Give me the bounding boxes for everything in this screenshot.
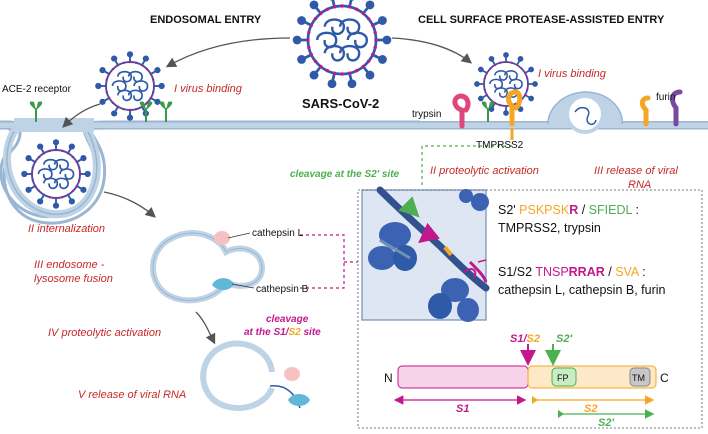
s2prime-seq-a: PSKPSK <box>519 203 570 217</box>
s1s2-seq-c: SVA <box>615 265 640 279</box>
s2prime-seq-sep: / <box>578 203 588 217</box>
cathepsin-l-leader <box>227 232 251 239</box>
n-terminus-label: N <box>384 371 393 385</box>
right-step-release-line1: III release of viral <box>594 165 678 177</box>
protease-trypsin <box>452 93 471 129</box>
s1s2-cleavage-label-line2: at the S1/S2 site <box>244 327 321 338</box>
left-step-fusion-line1: III endosome - <box>34 259 105 271</box>
virus-particle-binding-right <box>474 52 538 116</box>
s1s2-cleavage-label-line1: cleavage <box>266 314 309 325</box>
s1s2-enzymes: cathepsin L, cathepsin B, furin <box>498 283 666 297</box>
virus-particle-binding-left <box>95 51 165 121</box>
left-step-internalization: II internalization <box>28 223 105 235</box>
cathepsin-b-leader <box>231 283 255 289</box>
furin-label: furin <box>656 92 675 103</box>
s1s2-seq-colon: : <box>639 265 646 279</box>
fp-domain <box>551 367 577 387</box>
ace2-receptor-label: ACE-2 receptor <box>2 84 72 95</box>
protease-furin-1 <box>639 95 651 127</box>
s1s2-seq-b: RRAR <box>569 265 605 279</box>
s2prime-seq-c: SFIEDL <box>589 203 633 217</box>
virus-particle-internalized <box>21 139 91 209</box>
process-arrows <box>62 37 473 345</box>
cathepsin-b-blob <box>212 278 234 291</box>
cleavage-info-box <box>357 189 703 429</box>
s1s2-seq-label: S1/S2 <box>498 265 532 279</box>
tm-label: TM <box>632 373 645 383</box>
cathepsin-l-blob <box>214 231 230 245</box>
s1s2-marker-s2: S2 <box>527 333 540 345</box>
protease-tmprss2 <box>506 89 523 140</box>
s1s2-connector <box>300 234 358 289</box>
s2prime-marker-label: S2' <box>556 333 572 345</box>
fusion-bulge <box>547 91 623 134</box>
s2prime-seq-b: R <box>569 203 578 217</box>
internalizing-endosome <box>2 118 101 219</box>
right-step-activation: II proteolytic activation <box>430 165 539 177</box>
cell-surface-entry-heading: CELL SURFACE PROTEASE-ASSISTED ENTRY <box>418 14 665 26</box>
s1s2-cleavage-suffix: site <box>301 327 321 338</box>
s2prime-connector <box>421 145 512 186</box>
right-step-binding: I virus binding <box>538 68 607 80</box>
left-step-release: V release of viral RNA <box>78 389 186 401</box>
s2prime-seq-label: S2' <box>498 203 516 217</box>
c-terminus-label: C <box>660 371 669 385</box>
s1-range-label: S1 <box>456 403 469 415</box>
ace2-receptors <box>29 101 495 122</box>
s2prime-enzymes: TMPRSS2, trypsin <box>498 221 601 235</box>
s1s2-sequence-line: S1/S2 TNSPRRAR / SVA : <box>498 265 646 279</box>
left-step-activation: IV proteolytic activation <box>48 327 161 339</box>
tm-domain <box>629 367 651 387</box>
virus-name-label: SARS-CoV-2 <box>302 96 379 111</box>
s2prime-cleavage-label: cleavage at the S2' site <box>290 169 400 180</box>
s1s2-seq-sep: / <box>605 265 615 279</box>
endosome-lysosome-fusion <box>150 230 266 304</box>
spike-zoom-inset <box>361 186 490 322</box>
virus-particle-main <box>292 0 392 89</box>
tmprss2-label: TMPRSS2 <box>476 140 524 151</box>
left-step-fusion-line2: lysosome fusion <box>34 273 113 285</box>
release-vesicle <box>200 340 310 411</box>
s1-domain-bar <box>397 365 529 389</box>
s2prime-seq-colon: : <box>632 203 639 217</box>
protease-furin-2 <box>670 89 683 127</box>
trypsin-label: trypsin <box>412 109 441 120</box>
s2-range-label: S2 <box>584 403 597 415</box>
cathepsin-l-label: cathepsin L <box>252 228 304 239</box>
right-step-release-line2: RNA <box>628 179 651 191</box>
spike-domain-map <box>393 344 657 419</box>
s1s2-marker-s1: S1/ <box>510 333 528 345</box>
s1s2-cleavage-s2: S2 <box>288 327 301 338</box>
s1s2-cleavage-prefix: at the S1/ <box>244 327 290 338</box>
endosomal-entry-heading: ENDOSOMAL ENTRY <box>150 14 262 26</box>
s1s2-seq-a: TNSP <box>535 265 568 279</box>
cathepsin-b-label: cathepsin B <box>256 284 309 295</box>
s2prime-range-label: S2' <box>598 417 614 429</box>
s2prime-sequence-line: S2' PSKPSKR / SFIEDL : <box>498 203 639 217</box>
left-step-binding: I virus binding <box>174 83 243 95</box>
fp-label: FP <box>557 373 569 383</box>
s1s2-marker-label: S1/S2 <box>510 333 540 345</box>
